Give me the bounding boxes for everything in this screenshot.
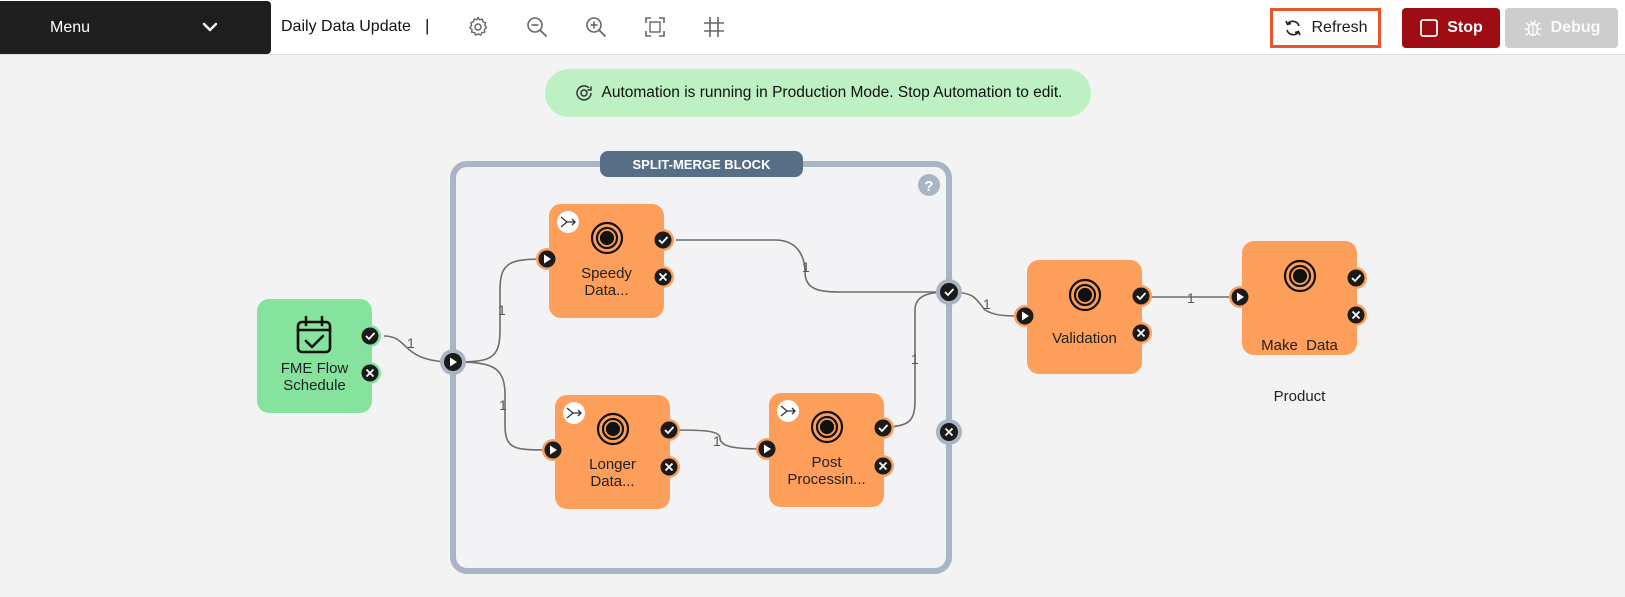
link-merge-validation xyxy=(947,291,1026,317)
input-port-icon[interactable] xyxy=(1014,305,1036,327)
target-icon xyxy=(810,410,844,444)
node-label-line: Product xyxy=(1273,388,1326,405)
link-count-label: 1 xyxy=(713,433,721,449)
refresh-icon xyxy=(1285,20,1302,36)
success-port-icon[interactable] xyxy=(1130,285,1152,307)
link-speedy-merge xyxy=(676,239,948,293)
success-port-icon[interactable] xyxy=(658,419,680,441)
node-label: Validation xyxy=(1027,330,1142,347)
calendar-check-icon xyxy=(296,315,332,354)
debug-button[interactable]: Debug xyxy=(1505,8,1618,48)
link-count-label: 1 xyxy=(499,397,507,413)
node-validation[interactable] xyxy=(1027,260,1142,374)
block-input-port-icon[interactable] xyxy=(440,349,466,375)
node-label: Speedy Data... xyxy=(549,265,664,299)
link-count-label: 1 xyxy=(498,302,506,318)
zoom-in-icon[interactable] xyxy=(584,15,608,39)
branch-badge-icon xyxy=(557,211,579,233)
branch-badge-icon xyxy=(777,400,799,422)
target-icon xyxy=(1283,259,1317,293)
help-glyph: ? xyxy=(924,178,933,195)
node-label: Make Data Product xyxy=(1242,303,1357,422)
node-label-line: Make Data xyxy=(1261,337,1338,354)
grid-icon[interactable] xyxy=(702,15,726,39)
debug-label: Debug xyxy=(1550,19,1601,36)
target-icon xyxy=(596,412,630,446)
stop-square-icon xyxy=(1420,19,1439,37)
toolbar: Menu Daily Data Update | Refresh xyxy=(0,0,1625,55)
node-longer-data[interactable] xyxy=(555,395,670,509)
branch-badge-icon xyxy=(563,402,585,424)
target-icon xyxy=(1068,278,1102,312)
block-success-port-icon[interactable] xyxy=(936,279,962,305)
link-post-merge xyxy=(883,291,949,428)
node-speedy-data[interactable] xyxy=(549,204,664,318)
workspace-title: Daily Data Update xyxy=(281,18,411,35)
fit-screen-icon[interactable] xyxy=(643,15,667,39)
success-port-icon[interactable] xyxy=(1345,267,1367,289)
stop-label: Stop xyxy=(1447,19,1483,36)
link-longer-post xyxy=(669,429,768,450)
node-label-line: Validation xyxy=(1052,330,1117,347)
node-label-line: Data... xyxy=(590,473,635,490)
node-fme-flow-schedule[interactable] xyxy=(257,299,372,413)
menu-label: Menu xyxy=(50,18,91,36)
automation-running-icon xyxy=(575,85,592,101)
target-icon xyxy=(590,221,624,255)
settings-icon[interactable] xyxy=(466,15,490,39)
split-merge-block[interactable] xyxy=(450,161,952,574)
node-label-line: Longer xyxy=(589,456,636,473)
node-label: FME Flow Schedule xyxy=(257,360,372,394)
link-count-label: 1 xyxy=(407,335,415,351)
zoom-out-icon[interactable] xyxy=(525,15,549,39)
node-label: Longer Data... xyxy=(555,456,670,490)
node-label-line: Data... xyxy=(584,282,629,299)
link-count-label: 1 xyxy=(983,296,991,312)
success-port-icon[interactable] xyxy=(872,417,894,439)
link-count-label: 1 xyxy=(1187,290,1195,306)
node-label-line: Speedy xyxy=(581,265,632,282)
refresh-label: Refresh xyxy=(1311,19,1368,36)
link-count-label: 1 xyxy=(802,259,810,275)
link-block-speedy xyxy=(452,258,546,363)
success-port-icon[interactable] xyxy=(359,325,381,347)
node-label: Post Processin... xyxy=(769,454,884,488)
banner-text: Automation is running in Production Mode… xyxy=(601,84,1063,101)
node-label-line: Processin... xyxy=(787,471,866,488)
node-label-line: Schedule xyxy=(283,377,346,394)
node-label-line: Post xyxy=(811,454,842,471)
menu-button[interactable]: Menu xyxy=(0,1,271,54)
link-block-longer xyxy=(452,361,551,451)
stop-button[interactable]: Stop xyxy=(1402,8,1500,48)
chevron-down-icon xyxy=(202,22,218,32)
title-separator: | xyxy=(425,16,430,35)
node-label-line: FME Flow xyxy=(280,360,349,377)
refresh-button[interactable]: Refresh xyxy=(1270,8,1381,48)
node-post-processing[interactable] xyxy=(769,393,884,507)
link-count-label: 1 xyxy=(911,351,919,367)
bug-icon xyxy=(1523,20,1542,37)
success-port-icon[interactable] xyxy=(652,229,674,251)
link-trigger-block xyxy=(383,335,454,363)
help-icon[interactable]: ? xyxy=(918,174,940,196)
production-mode-banner: Automation is running in Production Mode… xyxy=(545,69,1091,117)
split-merge-block-title: SPLIT-MERGE BLOCK xyxy=(600,151,803,177)
block-failure-port-icon[interactable] xyxy=(936,419,962,445)
